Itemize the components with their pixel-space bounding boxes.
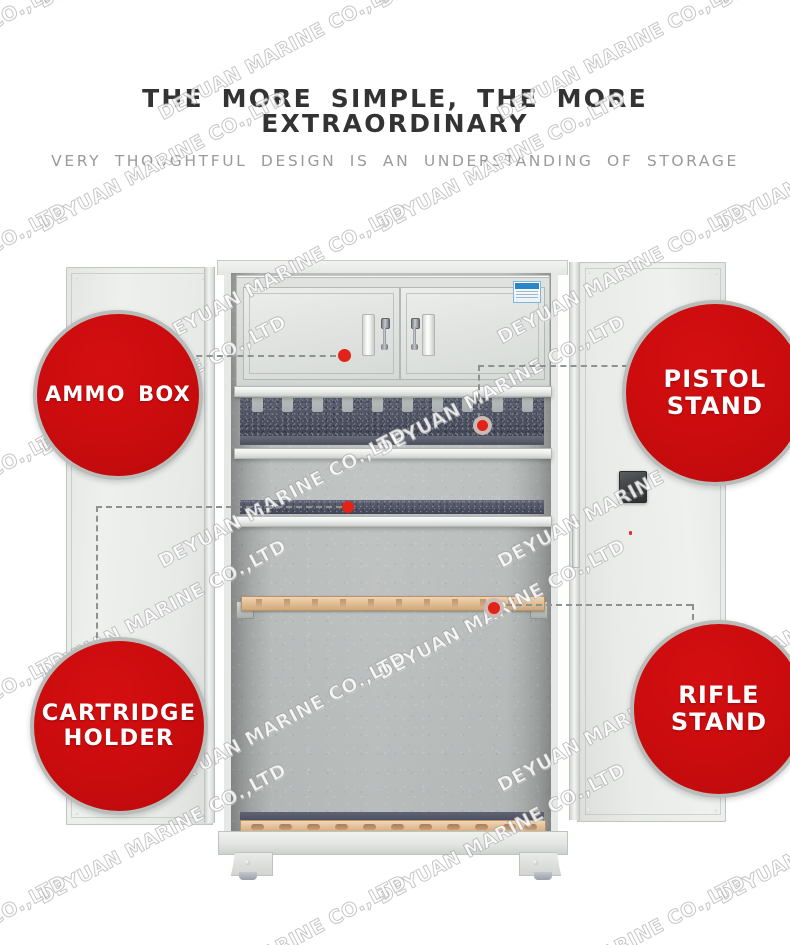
rack-slot [307, 824, 320, 830]
headline-title: THE MORE SIMPLE, THE MORE EXTRAORDINARY [142, 84, 648, 138]
pistol-slot [522, 398, 533, 412]
ammo-door-key-lock[interactable] [410, 318, 420, 352]
rifle-slot [396, 599, 402, 608]
ammo-box-door-left[interactable] [243, 287, 400, 380]
pistol-slot [372, 398, 383, 412]
callout-pistol-stand[interactable]: PISTOL STAND [622, 300, 790, 486]
door-screw [75, 276, 78, 279]
pistol-slot [282, 398, 293, 412]
cabinet-top-panel [217, 260, 568, 275]
pistol-slot [312, 398, 323, 412]
callout-cartridge-holder-label: CARTRIDGE HOLDER [41, 699, 197, 751]
hotspot-pistol-stand [473, 416, 492, 435]
ammo-door-handle[interactable] [422, 314, 435, 356]
pistol-slot [432, 398, 443, 412]
connector-cartridge-holder-horizontal [96, 506, 342, 508]
ammo-door-handle[interactable] [362, 314, 375, 356]
rack-slot [279, 824, 292, 830]
callout-ammo-box[interactable]: AMMO BOX [33, 310, 203, 480]
door-screw [201, 277, 204, 280]
lock-key-bow [381, 344, 388, 350]
callout-rifle-stand-label: RIFLE STAND [670, 681, 768, 736]
shelf-pistol [234, 386, 552, 397]
foot-screw [245, 860, 250, 865]
pistol-slot [252, 398, 263, 412]
door-screw [714, 272, 717, 275]
headline-block: THE MORE SIMPLE, THE MORE EXTRAORDINARY … [0, 86, 790, 170]
rifle-slot [480, 599, 486, 608]
hotspot-ammo-box [338, 349, 351, 362]
rifle-slot [312, 599, 318, 608]
rack-slot [419, 824, 432, 830]
callout-rifle-stand[interactable]: RIFLE STAND [630, 620, 790, 798]
door-handle[interactable] [572, 520, 580, 568]
headline-subtitle: VERY THOUGHTFUL DESIGN IS AN UNDERSTANDI… [51, 152, 739, 170]
label-text-lines [516, 291, 538, 300]
connector-rifle-stand-horizontal [496, 604, 692, 606]
callout-ammo-box-label: AMMO BOX [44, 382, 192, 407]
pistol-slot [492, 398, 503, 412]
rack-slot [524, 824, 537, 830]
ammo-door-bevel [406, 293, 539, 374]
bottom-liner [240, 812, 544, 823]
rifle-slot [284, 599, 290, 608]
rifle-slot [452, 599, 458, 608]
rifle-slot [368, 599, 374, 608]
label-header-bar [515, 283, 539, 289]
foot-screw [533, 860, 538, 865]
connector-ammo-box [186, 355, 336, 357]
rifle-slot [340, 599, 346, 608]
rifle-stand-bar [241, 596, 545, 611]
rack-slot [475, 824, 488, 830]
door-screw [587, 809, 590, 812]
connector-pistol-stand-vertical [478, 365, 480, 419]
keypad-screen [623, 492, 643, 497]
rifle-slot [508, 599, 514, 608]
shelf-cartridge [234, 516, 552, 527]
pistol-stand-base [240, 436, 544, 445]
ammo-door-bevel [249, 293, 394, 374]
rifle-slot [256, 599, 262, 608]
hotspot-rifle-stand [484, 598, 504, 618]
lock-key-shaft [413, 327, 416, 346]
rack-slot [251, 824, 264, 830]
lock-key-shaft [383, 327, 386, 346]
liner-texture [240, 500, 544, 514]
door-screw [587, 271, 590, 274]
product-label-sticker [513, 281, 541, 303]
connector-rifle-stand-vertical [692, 604, 694, 640]
hotspot-cartridge-holder [342, 501, 354, 513]
callout-pistol-stand-label: PISTOL STAND [663, 365, 767, 420]
shelf-cartridge-upper [234, 448, 552, 459]
connector-cartridge-holder-vertical [96, 506, 98, 648]
door-screw [714, 809, 717, 812]
rack-slot [391, 824, 404, 830]
cabinet-plinth [218, 831, 568, 855]
cabinet-hinge-left [204, 267, 215, 823]
ammo-door-key-lock[interactable] [380, 318, 390, 352]
lock-key-bow [411, 344, 418, 350]
pistol-slot [462, 398, 473, 412]
door-right-bevel [585, 268, 721, 815]
bottom-cartridge-rack [240, 820, 546, 834]
callout-cartridge-holder[interactable]: CARTRIDGE HOLDER [30, 637, 208, 815]
foot-leveler [239, 872, 257, 880]
electronic-lock-keypad[interactable] [619, 471, 647, 503]
cartridge-holder-liner [240, 500, 544, 514]
pistol-slot [402, 398, 413, 412]
status-led [629, 531, 632, 535]
pistol-slot [342, 398, 353, 412]
connector-pistol-stand-horizontal [478, 365, 628, 367]
rack-slot [363, 824, 376, 830]
door-screw [75, 812, 78, 815]
foot-leveler [534, 872, 552, 880]
rack-slot [503, 824, 516, 830]
rifle-slot [424, 599, 430, 608]
rack-slot [447, 824, 460, 830]
rack-slot [335, 824, 348, 830]
door-screw [201, 812, 204, 815]
